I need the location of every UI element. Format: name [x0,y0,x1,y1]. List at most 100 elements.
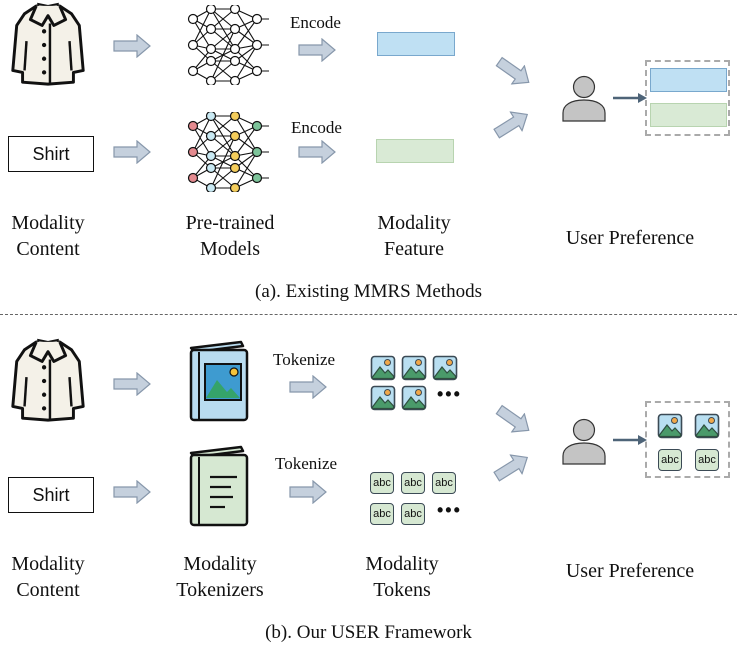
user-icon [561,418,607,466]
network-node [229,182,241,192]
network-node [187,172,199,184]
image-feature-bar [377,32,455,56]
shirt-image-icon [8,2,88,90]
ellipsis: ••• [437,500,462,520]
network-node [229,162,241,174]
encode-label-top: Encode [290,13,341,32]
network-node [229,130,241,142]
pointer-arrow-icon [613,93,647,103]
text-token: abc [370,503,394,525]
network-node [205,5,217,15]
network-node [205,182,217,192]
network-node [251,120,263,132]
caption-a: (a). Existing MMRS Methods [255,281,482,302]
label-line: Modality [183,553,257,575]
label-modality-feature: Modality Feature [352,210,476,262]
text-token: abc [658,449,682,471]
text-token: abc [695,449,719,471]
label-user-preference-b: User Preference [565,560,695,582]
text-token: abc [432,472,456,494]
image-tokenizer-book-icon [189,340,249,422]
shirt-text-box: Shirt [8,477,94,513]
network-node [229,112,241,122]
label-line: Modality [377,212,451,234]
text-feature-bar [376,139,454,163]
network-node [187,13,199,25]
preference-text-bar [650,103,727,127]
shirt-text-box: Shirt [8,136,94,172]
tokenize-label-top: Tokenize [273,350,336,369]
network-node [229,5,241,15]
label-line: Feature [384,238,444,260]
network-node [205,150,217,162]
network-node [205,112,217,122]
label-line: Models [200,238,260,260]
network-node [251,39,263,51]
network-node [187,120,199,132]
network-node [229,43,241,55]
label-line: Content [16,238,80,260]
network-node [187,39,199,51]
image-token-icon [401,355,427,381]
arrow-right-icon [113,480,151,504]
network-node [229,150,241,162]
caption-b: (b). Our USER Framework [265,622,472,643]
user-preference-box [645,60,730,136]
label-modality-content-b: Modality Content [8,551,88,603]
network-node [251,65,263,77]
text-token: abc [401,503,425,525]
image-token-icon [370,355,396,381]
encode-arrow-top-icon [298,38,336,62]
arrow-right-icon [113,140,151,164]
network-node [187,146,199,158]
label-modality-tokens: Modality Tokens [340,551,464,603]
image-token-icon [432,355,458,381]
network-node [205,75,217,85]
text-token: abc [401,472,425,494]
label-line: Pre-trained [185,212,275,234]
encode-arrow-bottom-icon [298,140,336,164]
label-user-preference-a: User Preference [565,227,695,249]
panel-divider [0,314,737,315]
label-line: Modality [365,553,439,575]
merge-arrow-down-icon [491,399,538,442]
network-node [205,130,217,142]
tokenize-arrow-top-icon [289,375,327,399]
tokenize-label-bottom: Tokenize [275,454,338,473]
network-node [251,172,263,184]
network-node [205,23,217,35]
merge-arrow-down-icon [491,51,538,94]
label-line: Modality [11,212,85,234]
text-token: abc [370,472,394,494]
network-node [251,13,263,25]
label-line: Tokenizers [176,579,264,601]
pretrained-image-model-icon [187,5,275,85]
label-line: Tokens [373,579,431,601]
label-pretrained-models: Pre-trained Models [160,210,300,262]
encode-label-bottom: Encode [291,118,342,137]
image-token-icon [657,413,683,439]
user-icon [561,75,607,123]
tokenize-arrow-bottom-icon [289,480,327,504]
pretrained-text-model-icon [187,112,275,192]
image-token-icon [401,385,427,411]
label-modality-content-a: Modality Content [8,210,88,262]
network-node [205,55,217,67]
preference-image-bar [650,68,727,92]
arrow-right-icon [113,372,151,396]
network-node [205,43,217,55]
ellipsis: ••• [437,384,462,404]
network-node [229,23,241,35]
image-token-icon [370,385,396,411]
merge-arrow-up-icon [489,446,536,488]
network-node [187,65,199,77]
merge-arrow-up-icon [489,103,536,145]
network-node [205,162,217,174]
network-node [251,146,263,158]
label-line: Modality [11,553,85,575]
image-token-icon [694,413,720,439]
label-line: Content [16,579,80,601]
text-tokenizer-book-icon [189,445,249,527]
label-modality-tokenizers: Modality Tokenizers [160,551,280,603]
